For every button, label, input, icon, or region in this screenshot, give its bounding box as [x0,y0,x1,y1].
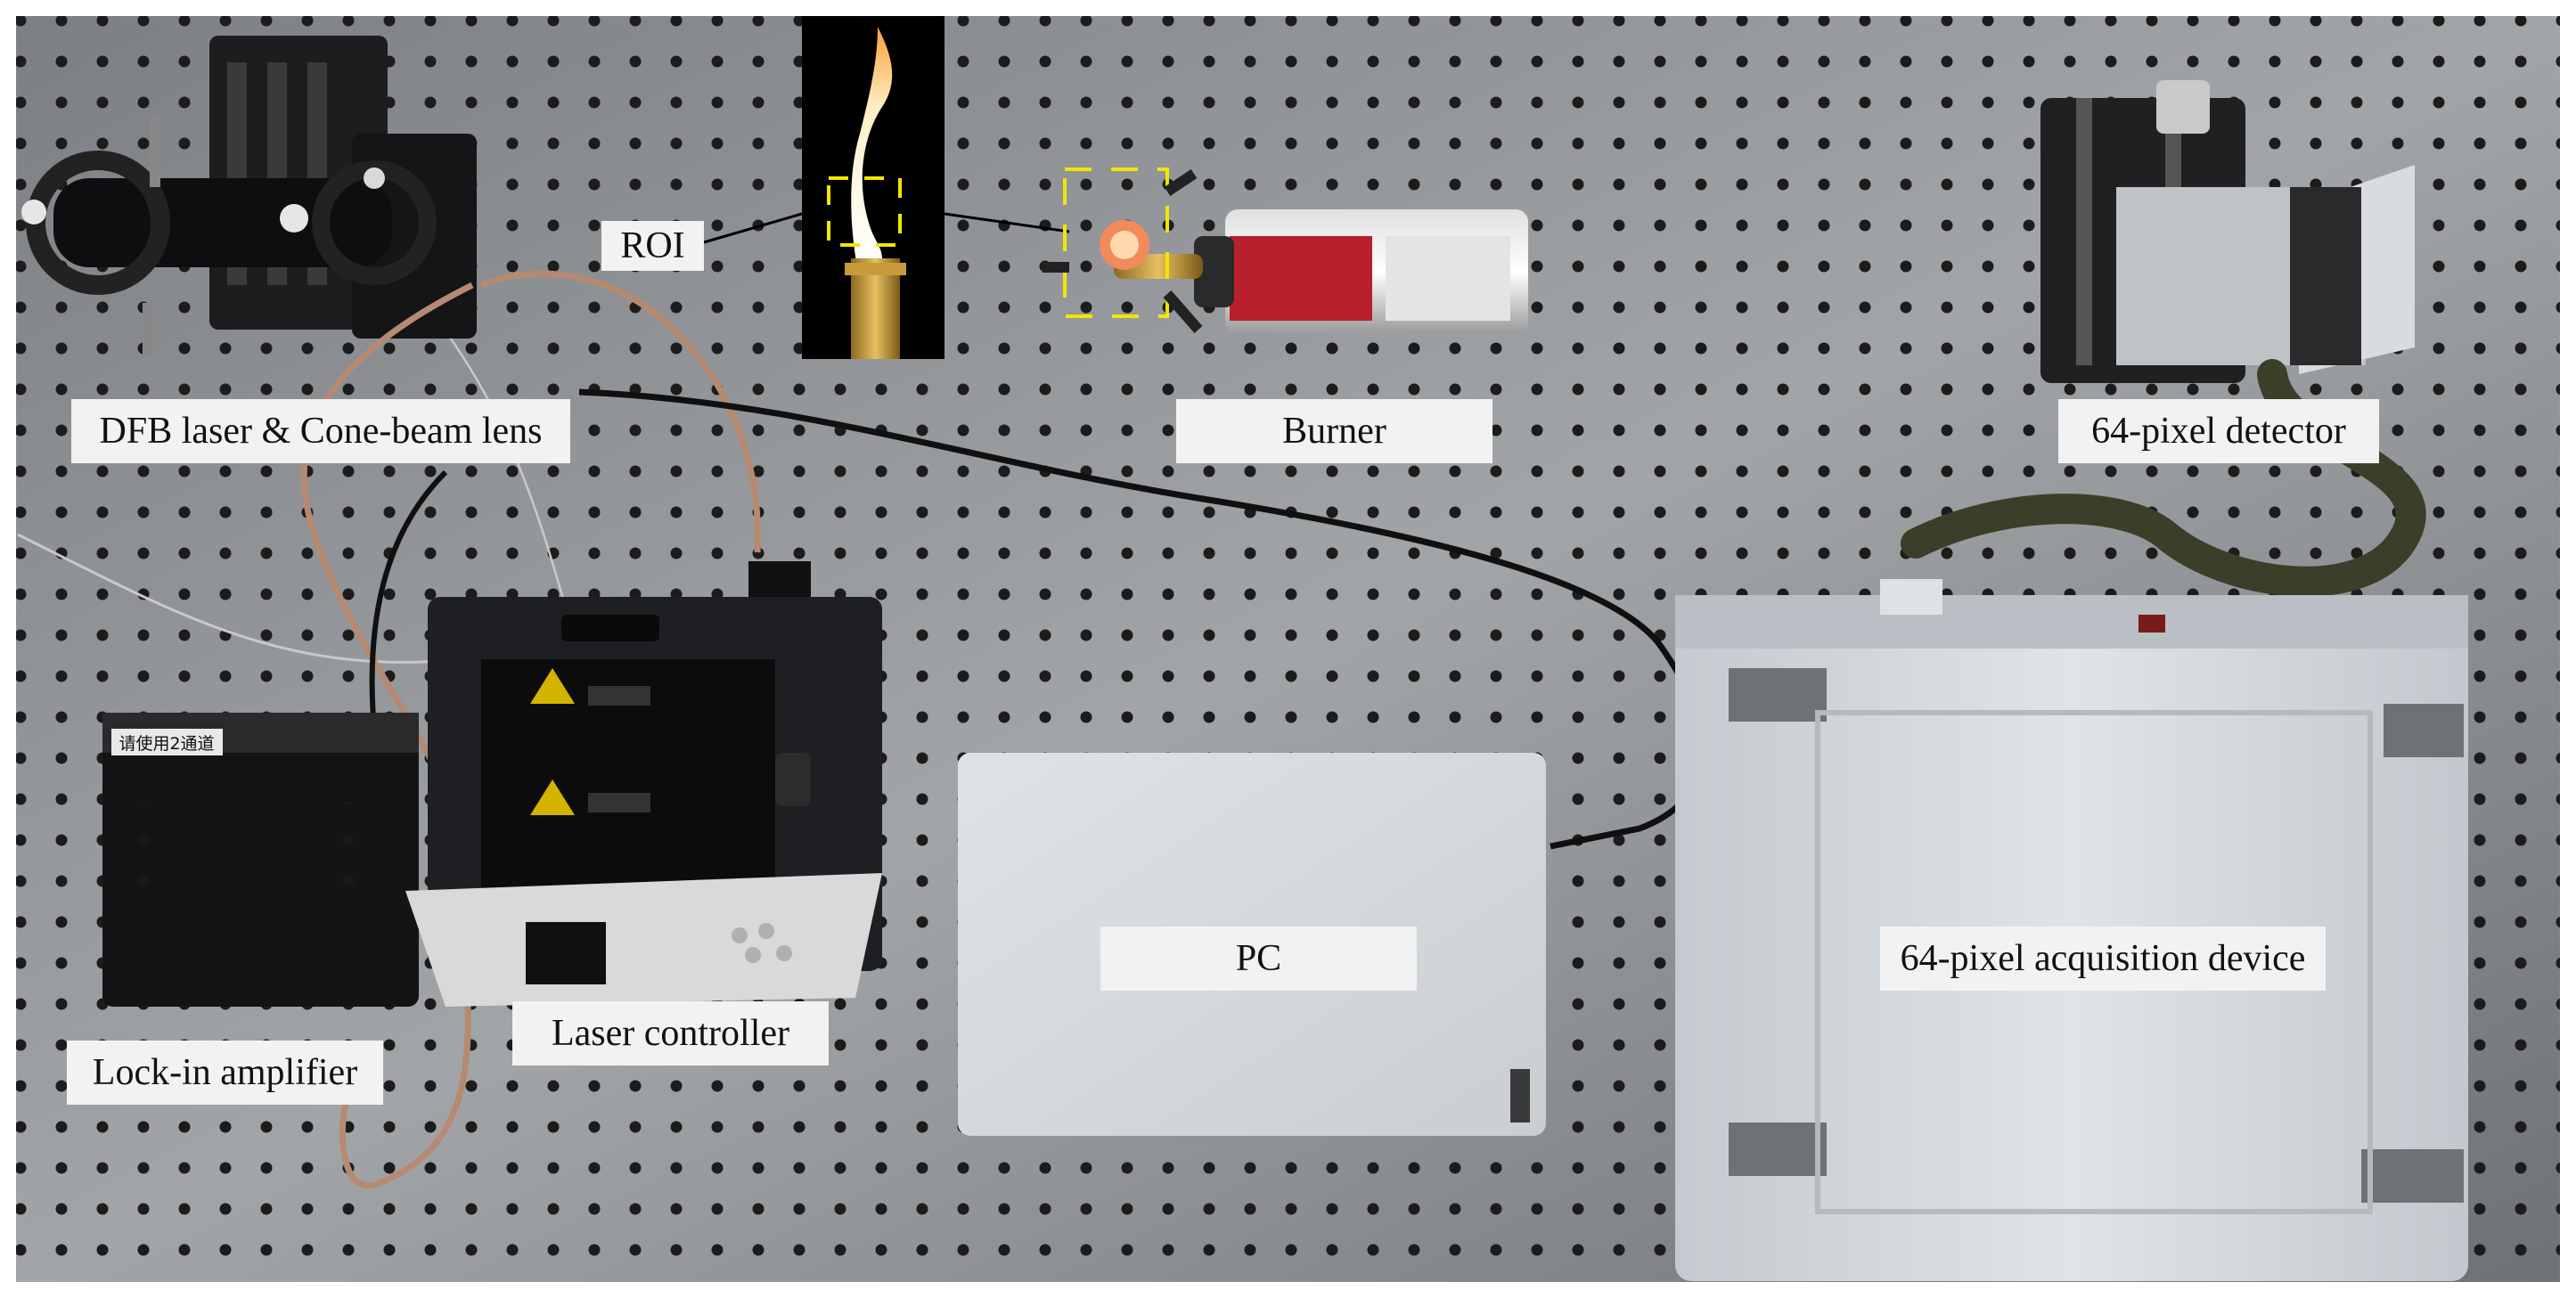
lock-in-amplifier: 请使用2通道 [102,713,419,1007]
laser-controller [405,561,882,1007]
flame-inset [802,16,945,359]
burner [1043,167,1528,334]
signal-cable [369,469,448,731]
laser-controller-label: Laser controller [512,1001,829,1065]
dfb-laser-label: DFB laser & Cone-beam lens [71,399,570,463]
pc-label: PC [1100,927,1417,991]
detector-assembly [2040,80,2415,383]
acquisition-label: 64-pixel acquisition device [1880,927,2326,991]
roi-link-line [944,212,1070,233]
dfb-laser-assembly [21,36,477,356]
roi-leader-line [703,212,803,244]
lock-in-sticker-text: 请使用2通道 [119,734,214,754]
lock-in-label: Lock-in amplifier [67,1041,383,1105]
roi-label: ROI [601,221,704,271]
burner-label: Burner [1176,399,1492,463]
thin-fiber [17,533,464,664]
detector-label: 64-pixel detector [2058,399,2379,463]
